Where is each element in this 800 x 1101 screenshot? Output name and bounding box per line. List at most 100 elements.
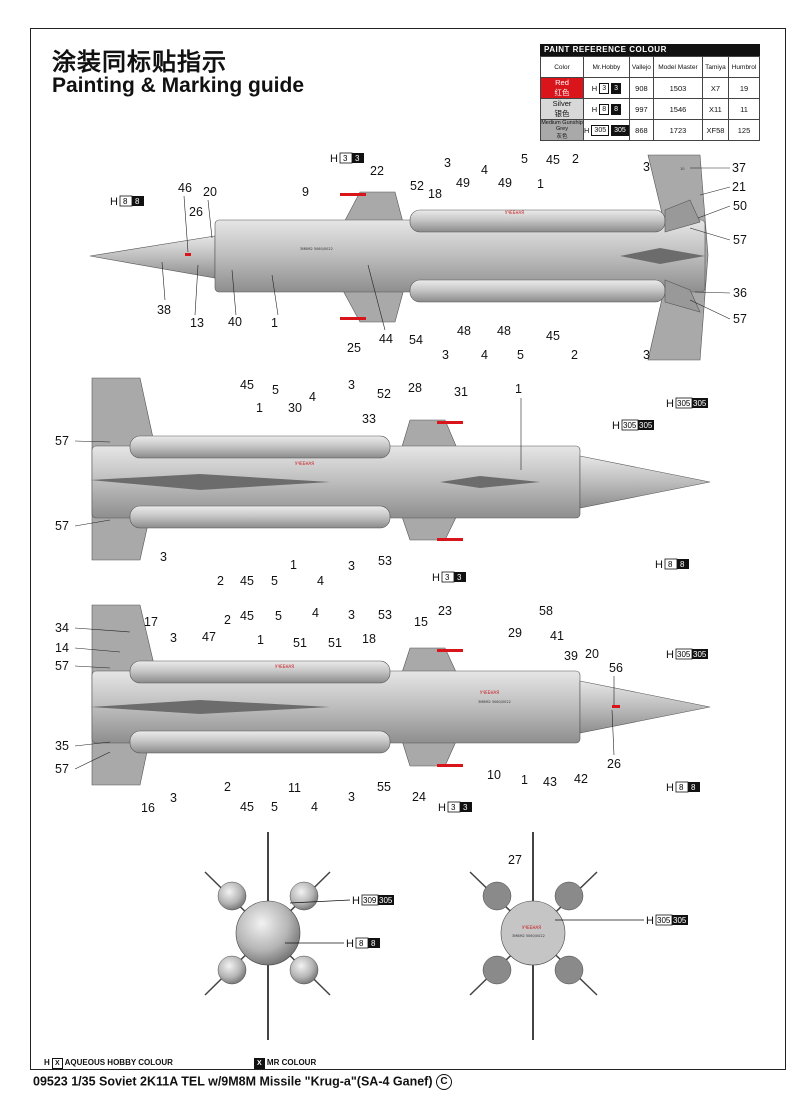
svg-text:23: 23 xyxy=(438,604,452,618)
view-3-side: УЧЕБНАЯ 3M8M2 5060/0022 УЧЕБНАЯ xyxy=(90,604,711,786)
svg-text:305: 305 xyxy=(657,916,671,925)
col-tamiya: Tamiya xyxy=(701,56,730,78)
svg-text:305: 305 xyxy=(677,399,691,408)
svg-text:3: 3 xyxy=(463,803,468,812)
svg-text:2: 2 xyxy=(571,348,578,362)
svg-text:33: 33 xyxy=(362,412,376,426)
svg-text:57: 57 xyxy=(733,312,747,326)
svg-text:49: 49 xyxy=(456,176,470,190)
svg-text:5: 5 xyxy=(271,574,278,588)
svg-text:305: 305 xyxy=(639,421,653,430)
svg-text:305: 305 xyxy=(673,916,687,925)
svg-text:21: 21 xyxy=(732,180,746,194)
view-5-front: УЧЕБНАЯ 3M8M2 5060/0022 xyxy=(469,832,598,1040)
legend-mr-colour: X MR COLOUR xyxy=(254,1058,316,1069)
rear-body xyxy=(235,900,301,966)
svg-text:58: 58 xyxy=(539,604,553,618)
svg-text:40: 40 xyxy=(228,315,242,329)
title-chinese: 涂装同标贴指示 xyxy=(52,48,227,76)
rear-booster-tl xyxy=(217,881,247,911)
svg-text:18: 18 xyxy=(362,632,376,646)
svg-text:50: 50 xyxy=(733,199,747,213)
marking-serial-view3: 3M8M2 5060/0022 xyxy=(478,700,511,704)
svg-text:2: 2 xyxy=(217,574,224,588)
front-nozzle-tl xyxy=(482,881,512,911)
svg-text:3: 3 xyxy=(348,378,355,392)
svg-text:57: 57 xyxy=(55,659,69,673)
svg-text:52: 52 xyxy=(410,179,424,193)
svg-text:5: 5 xyxy=(521,152,528,166)
svg-text:45: 45 xyxy=(546,153,560,167)
svg-text:44: 44 xyxy=(379,332,393,346)
svg-text:20: 20 xyxy=(203,185,217,199)
svg-text:1: 1 xyxy=(257,633,264,647)
svg-text:3: 3 xyxy=(643,348,650,362)
svg-text:2: 2 xyxy=(224,613,231,627)
svg-text:4: 4 xyxy=(309,390,316,404)
svg-text:4: 4 xyxy=(317,574,324,588)
svg-text:H: H xyxy=(438,802,446,814)
code-silver-view2: H 8 8 xyxy=(655,558,689,571)
svg-text:3: 3 xyxy=(442,348,449,362)
code-silver-view4: H 8 8 xyxy=(285,937,380,950)
nose-cone-view2 xyxy=(579,455,711,509)
red-tip-lower-view2 xyxy=(437,538,463,541)
svg-text:4: 4 xyxy=(481,163,488,177)
svg-text:45: 45 xyxy=(240,574,254,588)
svg-text:25: 25 xyxy=(347,341,361,355)
svg-text:47: 47 xyxy=(202,630,216,644)
svg-text:305: 305 xyxy=(693,399,707,408)
code-grey-alt-view4: H 309 305 xyxy=(289,894,394,907)
svg-text:8: 8 xyxy=(668,560,673,569)
marking-red-front: УЧЕБНАЯ xyxy=(522,925,541,930)
red-tip-upper-view3 xyxy=(437,649,463,652)
svg-text:46: 46 xyxy=(178,181,192,195)
svg-text:3: 3 xyxy=(348,608,355,622)
svg-text:43: 43 xyxy=(543,775,557,789)
code-red-view2: H 3 3 xyxy=(432,571,466,584)
nozzle-upper-view1 xyxy=(664,199,701,233)
red-tip-upper-view2 xyxy=(437,421,463,424)
red-band-view1 xyxy=(185,253,191,256)
svg-text:57: 57 xyxy=(55,762,69,776)
svg-text:8: 8 xyxy=(680,560,685,569)
svg-text:2: 2 xyxy=(224,780,231,794)
svg-text:22: 22 xyxy=(370,164,384,178)
svg-text:3: 3 xyxy=(170,631,177,645)
svg-text:1: 1 xyxy=(537,177,544,191)
svg-text:26: 26 xyxy=(607,757,621,771)
callouts-view1: 46 20 9 22 52 18 3 49 4 49 5 1 45 2 3 37… xyxy=(157,152,747,362)
svg-text:36: 36 xyxy=(733,286,747,300)
svg-text:5: 5 xyxy=(517,348,524,362)
marking-serial-view1: 3M8M2 5060/0022 xyxy=(300,247,333,251)
marking-red-view3b: УЧЕБНАЯ xyxy=(275,664,294,669)
code-red-view3: H 3 3 xyxy=(438,801,472,814)
svg-text:H: H xyxy=(346,938,354,950)
svg-text:H: H xyxy=(612,420,620,432)
svg-text:55: 55 xyxy=(377,780,391,794)
booster-lower-view2 xyxy=(129,505,391,529)
svg-text:14: 14 xyxy=(55,641,69,655)
strake-view1 xyxy=(620,248,705,264)
paint-reference-table: PAINT REFERENCE COLOUR Color Mr.Hobby Va… xyxy=(540,44,760,141)
red-band-view3 xyxy=(612,705,620,708)
svg-text:24: 24 xyxy=(412,790,426,804)
rear-booster-tr xyxy=(289,881,319,911)
tamiya-silver: X11 xyxy=(701,98,730,120)
svg-text:1: 1 xyxy=(515,382,522,396)
svg-text:48: 48 xyxy=(497,324,511,338)
front-nozzle-tr xyxy=(554,881,584,911)
svg-text:1: 1 xyxy=(290,558,297,572)
svg-text:3: 3 xyxy=(348,790,355,804)
svg-text:39: 39 xyxy=(564,649,578,663)
svg-text:3: 3 xyxy=(457,573,462,582)
paint-table-title: PAINT REFERENCE COLOUR xyxy=(540,44,760,56)
booster-upper-view1 xyxy=(409,209,666,233)
svg-text:4: 4 xyxy=(311,800,318,814)
svg-text:3: 3 xyxy=(343,154,348,163)
svg-text:3: 3 xyxy=(160,550,167,564)
svg-text:57: 57 xyxy=(55,434,69,448)
svg-text:3: 3 xyxy=(170,791,177,805)
svg-text:305: 305 xyxy=(379,896,393,905)
svg-text:57: 57 xyxy=(55,519,69,533)
